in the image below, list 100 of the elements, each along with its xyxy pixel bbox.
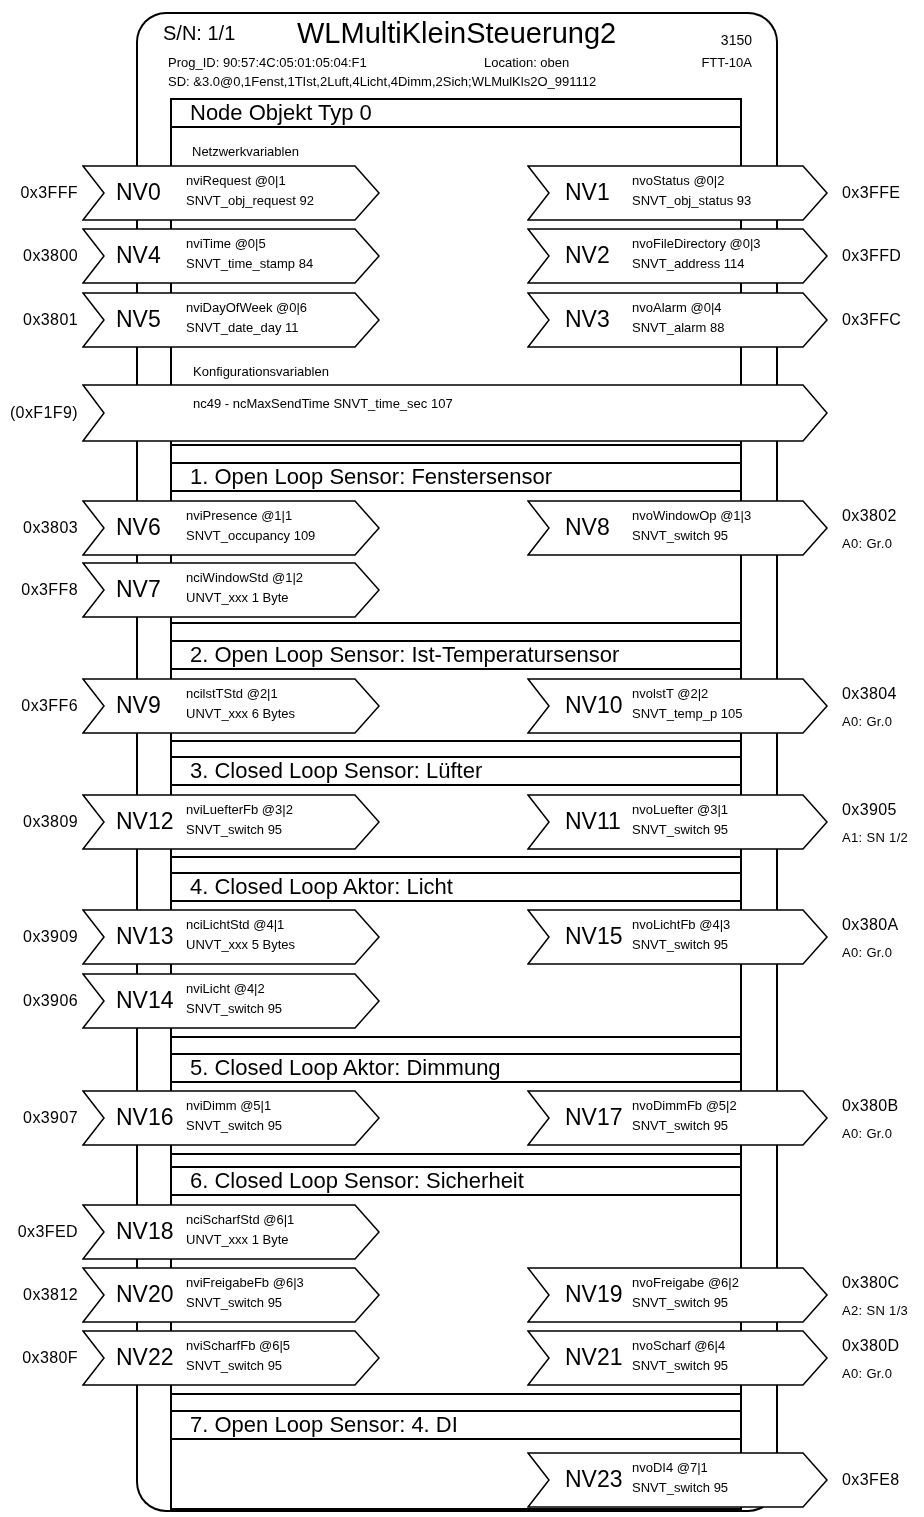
variable-index: NV4 — [116, 242, 161, 268]
variable-name: ncilstTStd @2|1 — [186, 686, 278, 702]
variable-name: nviLicht @4|2 — [186, 981, 265, 997]
section-header — [170, 1053, 742, 1083]
variable-name: nviFreigabeFb @6|3 — [186, 1275, 304, 1291]
variable-type: SNVT_switch 95 — [186, 1118, 283, 1134]
address-label: 0x3FFC — [842, 310, 902, 330]
variable-tag — [527, 1330, 828, 1386]
address-label: 0x3812 — [23, 1285, 78, 1305]
variable-tag — [82, 1330, 380, 1386]
variable-index: NV5 — [116, 306, 161, 332]
variable-name: nvoStatus @0|2 — [632, 173, 725, 189]
variable-tag — [82, 384, 828, 442]
variable-tag — [82, 292, 380, 348]
variable-type: SNVT_switch 95 — [632, 1480, 729, 1496]
variable-index: NV16 — [116, 1104, 174, 1130]
alias-label: A1: SN 1/2 — [842, 830, 909, 846]
address-label: 0x3801 — [23, 310, 78, 330]
variable-index: NV10 — [565, 692, 623, 718]
variable-type: UNVT_xxx 1 Byte — [186, 1232, 289, 1248]
variable-index: NV0 — [116, 179, 161, 205]
variable-tag — [527, 500, 828, 556]
device-header — [136, 12, 778, 96]
variable-tag — [82, 794, 380, 850]
alias-label: A0: Gr.0 — [842, 945, 893, 961]
address-label: 0x3907 — [23, 1108, 78, 1128]
variable-index: NV20 — [116, 1281, 174, 1307]
section-header — [170, 756, 742, 786]
device-number: 3150 — [720, 31, 752, 50]
variable-index: NV18 — [116, 1218, 174, 1244]
address-label: 0x3906 — [23, 991, 78, 1011]
section-title: 5. Closed Loop Aktor: Dimmung — [190, 1055, 501, 1081]
variable-name: nvoAlarm @0|4 — [632, 300, 722, 316]
section-title: 3. Closed Loop Sensor: Lüfter — [190, 758, 483, 784]
variable-index: NV6 — [116, 514, 161, 540]
section-header — [170, 1410, 742, 1440]
alias-label: A0: Gr.0 — [842, 1126, 893, 1142]
variable-name: nvoFreigabe @6|2 — [632, 1275, 739, 1291]
section-header — [170, 98, 742, 128]
variable-index: NV2 — [565, 242, 610, 268]
address-label: 0x380A — [842, 915, 899, 935]
address-label: 0x3FF8 — [21, 580, 78, 600]
variable-tag — [527, 228, 828, 284]
variable-index: NV15 — [565, 923, 623, 949]
alias-label: A0: Gr.0 — [842, 1366, 893, 1382]
group-caption: Konfigurationsvariablen — [193, 363, 329, 381]
address-label: 0x3802 — [842, 506, 897, 526]
variable-type: SNVT_switch 95 — [632, 1118, 729, 1134]
variable-index: NV11 — [565, 808, 621, 834]
variable-type: SNVT_switch 95 — [632, 937, 729, 953]
address-label: 0x380B — [842, 1096, 899, 1116]
variable-name: nviRequest @0|1 — [186, 173, 286, 189]
variable-name: nvoDI4 @7|1 — [632, 1460, 708, 1476]
variable-tag — [82, 1090, 380, 1146]
variable-index: NV22 — [116, 1344, 174, 1370]
variable-name: nviPresence @1|1 — [186, 508, 293, 524]
address-label: 0x3FFE — [842, 183, 901, 203]
variable-index: NV7 — [116, 576, 161, 602]
alias-label: A0: Gr.0 — [842, 536, 893, 552]
variable-type: SNVT_temp_p 105 — [632, 706, 743, 722]
variable-index: NV1 — [565, 179, 610, 205]
variable-name: nvoDimmFb @5|2 — [632, 1098, 737, 1114]
section-header — [170, 640, 742, 670]
variable-tag — [527, 165, 828, 221]
variable-tag — [82, 562, 380, 618]
section-title: Node Objekt Typ 0 — [190, 100, 372, 126]
variable-type: SNVT_time_stamp 84 — [186, 256, 314, 272]
variable-tag — [82, 678, 380, 734]
serial-number: S/N: 1/1 — [163, 21, 236, 46]
variable-tag — [527, 1090, 828, 1146]
address-label: 0x3FE8 — [842, 1470, 900, 1490]
group-caption: Netzwerkvariablen — [192, 143, 299, 161]
address-label: 0x3803 — [23, 518, 78, 538]
variable-tag — [527, 794, 828, 850]
variable-tag — [82, 228, 380, 284]
variable-type: SNVT_switch 95 — [186, 1358, 283, 1374]
variable-type: SNVT_switch 95 — [632, 528, 729, 544]
variable-type: SNVT_address 114 — [632, 256, 745, 272]
variable-tag — [527, 909, 828, 965]
variable-index: NV12 — [116, 808, 174, 834]
variable-index: NV19 — [565, 1281, 623, 1307]
address-label: 0x3809 — [23, 812, 78, 832]
section-title: 4. Closed Loop Aktor: Licht — [190, 874, 453, 900]
variable-name: nvoScharf @6|4 — [632, 1338, 726, 1354]
variable-tag — [82, 909, 380, 965]
variable-name: nciLichtStd @4|1 — [186, 917, 285, 933]
variable-type: UNVT_xxx 5 Bytes — [186, 937, 296, 953]
address-label: 0x3FFF — [20, 183, 78, 203]
variable-tag — [82, 1204, 380, 1260]
variable-index: NV8 — [565, 514, 610, 540]
variable-tag — [527, 678, 828, 734]
variable-name: nciWindowStd @1|2 — [186, 570, 303, 586]
variable-name: nvoLuefter @3|1 — [632, 802, 729, 818]
location-text: Location: oben — [484, 54, 570, 72]
section-header — [170, 462, 742, 492]
variable-type: SNVT_switch 95 — [186, 1295, 283, 1311]
address-label: 0x3905 — [842, 800, 897, 820]
section-title: 1. Open Loop Sensor: Fenstersensor — [190, 464, 552, 490]
variable-tag — [527, 1452, 828, 1508]
program-id: Prog_ID: 90:57:4C:05:01:05:04:F1 — [168, 54, 367, 72]
